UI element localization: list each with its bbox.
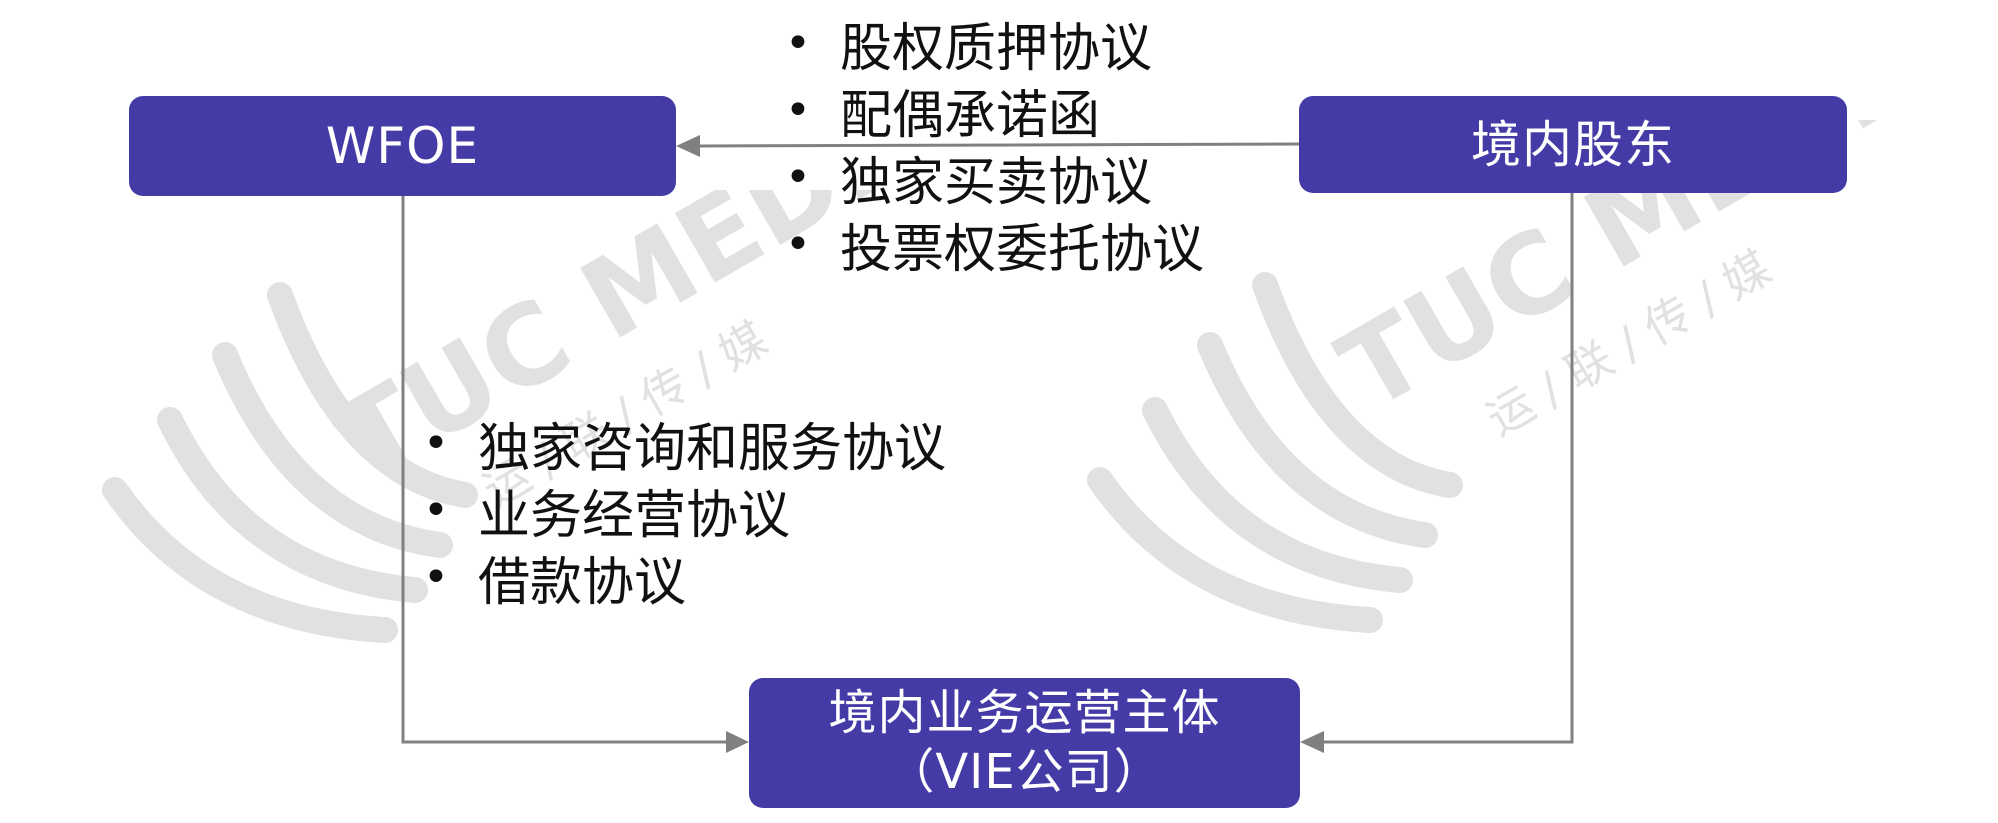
node-vie-label-line1: 境内业务运营主体 [828, 685, 1221, 742]
node-wfoe-label: WFOE [325, 117, 480, 175]
arrowhead-vie-left [726, 731, 749, 753]
node-vie-label-line2: （VIE公司） [886, 744, 1163, 800]
list-item: 独家咨询和服务协议 [423, 410, 946, 479]
node-wfoe: WFOE [129, 96, 676, 196]
list-item: 配偶承诺函 [785, 77, 1204, 146]
agreements-wfoe-vie: 独家咨询和服务协议 业务经营协议 借款协议 [423, 410, 946, 613]
node-domestic-shareholders-label: 境内股东 [1471, 115, 1675, 174]
arrowhead-wfoe [676, 135, 700, 157]
list-item: 投票权委托协议 [785, 211, 1204, 280]
node-domestic-shareholders: 境内股东 [1299, 96, 1847, 193]
node-vie-company: 境内业务运营主体 （VIE公司） [749, 678, 1300, 808]
list-item: 借款协议 [423, 544, 946, 613]
agreements-shareholders-wfoe: 股权质押协议 配偶承诺函 独家买卖协议 投票权委托协议 [785, 10, 1204, 280]
arrowhead-vie-right [1300, 731, 1324, 753]
list-item: 业务经营协议 [423, 477, 946, 546]
arrow-shareholders-to-vie [1322, 193, 1574, 744]
list-item: 独家买卖协议 [785, 144, 1204, 213]
arrow-wfoe-to-vie [401, 196, 728, 744]
list-item: 股权质押协议 [785, 10, 1204, 79]
